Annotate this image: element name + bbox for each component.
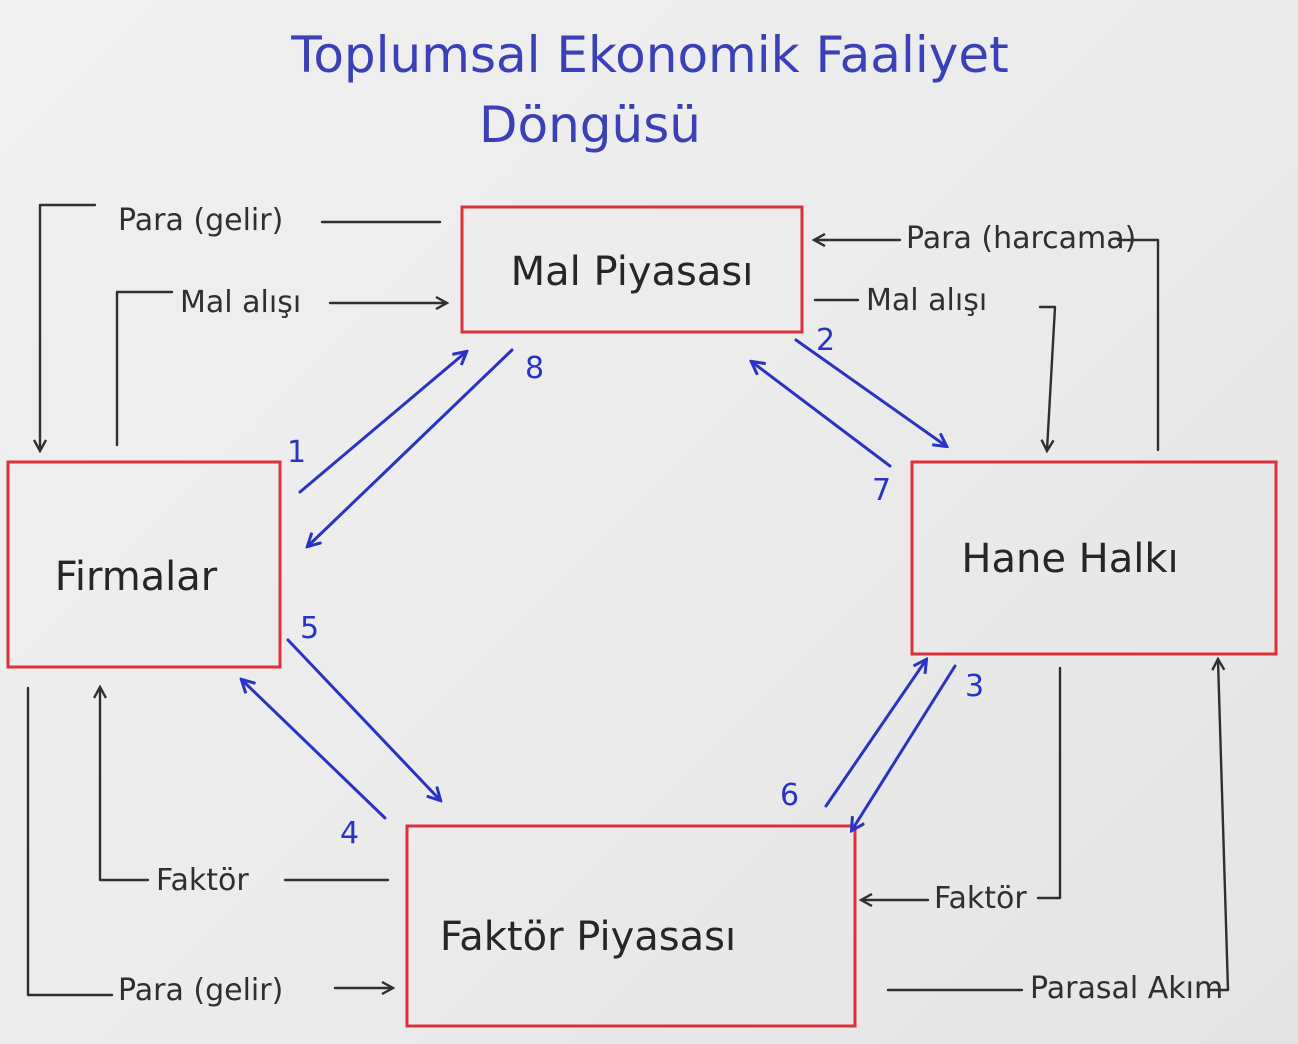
flow-para-gelir-top-label: Para (gelir): [118, 203, 283, 238]
blue-arrow-2-number: 2: [816, 323, 835, 358]
blue-arrow-6-number: 6: [780, 778, 799, 813]
node-hane-halki-label: Hane Halkı: [961, 536, 1178, 582]
flow-mal-alisi-right: Mal alışı: [813, 283, 1057, 450]
node-faktor-piyasasi: Faktör Piyasası: [405, 824, 857, 1028]
blue-arrow-3-number: 3: [965, 669, 984, 704]
flow-mal-alisi-left: Mal alışı: [115, 285, 446, 447]
node-faktor-piyasasi-label: Faktör Piyasası: [440, 914, 736, 960]
node-mal-piyasasi: Mal Piyasası: [460, 205, 804, 334]
flow-faktor-right-label: Faktör: [934, 881, 1027, 916]
blue-arrow-7: 7: [752, 362, 892, 508]
flow-mal-alisi-left-label: Mal alışı: [180, 285, 301, 320]
blue-arrow-2: 2: [794, 323, 946, 446]
blue-arrow-5-number: 5: [300, 611, 319, 646]
node-firmalar-label: Firmalar: [55, 554, 218, 600]
blue-arrow-6: 6: [780, 660, 926, 813]
flow-para-harcama: Para (harcama): [815, 221, 1160, 452]
node-mal-piyasasi-label: Mal Piyasası: [511, 249, 754, 295]
flow-para-gelir-bottom: Para (gelir): [26, 686, 392, 1008]
flow-para-harcama-label: Para (harcama): [906, 221, 1136, 256]
node-hane-halki: Hane Halkı: [910, 460, 1278, 656]
flow-faktor-left-label: Faktör: [156, 863, 249, 898]
flow-faktor-right: Faktör: [862, 666, 1062, 916]
flow-para-gelir-top: Para (gelir): [40, 203, 442, 450]
blue-arrow-4: 4: [242, 680, 387, 851]
blue-arrow-3: 3: [852, 664, 984, 830]
flow-mal-alisi-right-label: Mal alışı: [866, 283, 987, 318]
flow-para-gelir-bottom-label: Para (gelir): [118, 973, 283, 1008]
node-firmalar: Firmalar: [6, 460, 282, 669]
flow-parasal-akim: Parasal Akım: [886, 660, 1230, 1006]
diagram-title-line1: Toplumsal Ekonomik Faaliyet: [290, 26, 1008, 84]
blue-arrow-4-number: 4: [340, 816, 359, 851]
blue-arrow-1-number: 1: [287, 435, 306, 470]
blue-arrow-1: 1: [287, 352, 466, 494]
blue-arrow-7-number: 7: [872, 473, 891, 508]
blue-arrow-8: 8: [308, 348, 544, 546]
diagram-title-line2: Döngüsü: [479, 96, 701, 154]
flow-faktor-left: Faktör: [100, 688, 390, 898]
blue-arrow-5: 5: [286, 611, 440, 800]
flow-parasal-akim-label: Parasal Akım: [1030, 971, 1223, 1006]
blue-arrow-8-number: 8: [525, 351, 544, 386]
